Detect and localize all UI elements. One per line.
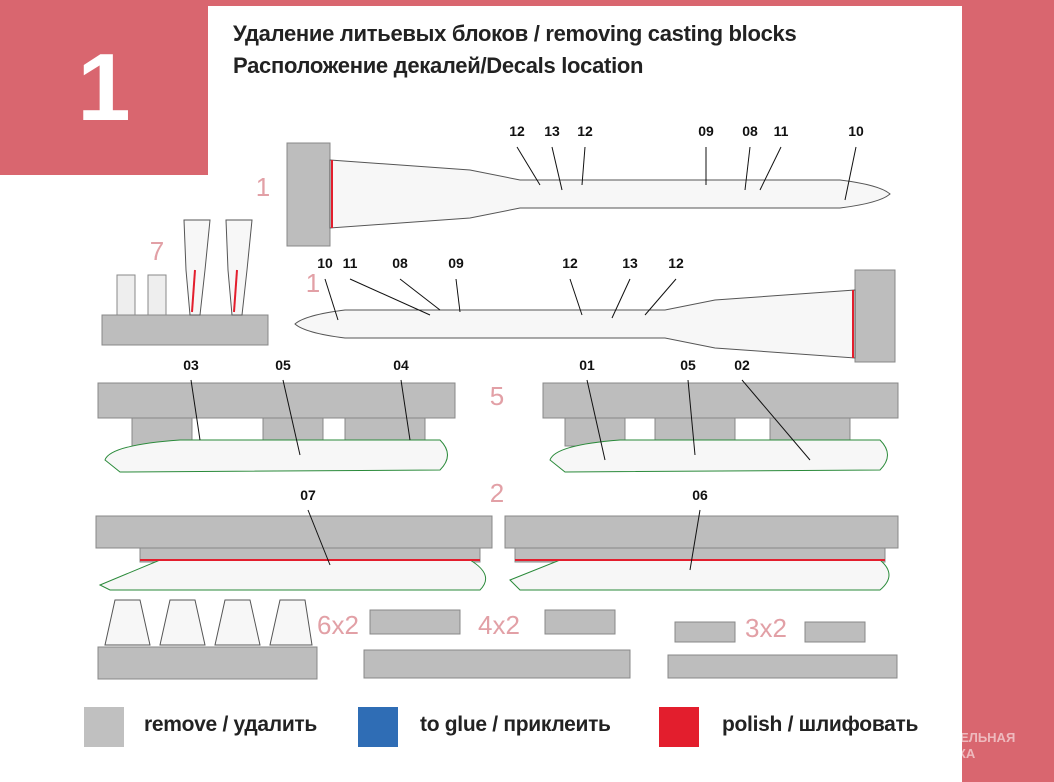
decal-label: 12	[562, 255, 578, 271]
decal-label: 10	[848, 123, 864, 139]
part-number: 5	[489, 381, 505, 411]
quantity-label: 6x2	[317, 610, 359, 640]
decal-label: 12	[577, 123, 593, 139]
quantity-label: 4x2	[478, 610, 520, 640]
decal-label: 13	[622, 255, 638, 271]
casting-block	[286, 142, 331, 247]
decal-label: 12	[509, 123, 525, 139]
decal-label: 04	[393, 357, 409, 373]
decal-label: 07	[300, 487, 316, 503]
decal-label: 01	[579, 357, 595, 373]
legend-polish: polish / шлифовать	[722, 713, 919, 736]
legend-swatch-remove	[84, 707, 124, 747]
decal-label: 09	[698, 123, 714, 139]
part-number: 1	[255, 172, 271, 202]
casting-block	[854, 269, 896, 363]
part-number: 1	[305, 268, 321, 298]
decal-label: 03	[183, 357, 199, 373]
decal-label: 05	[680, 357, 696, 373]
decal-label: 11	[342, 255, 358, 271]
decal-label: 10	[317, 255, 333, 271]
quantity-label: 3x2	[745, 613, 787, 643]
title-line-1: Удаление литьевых блоков / removing cast…	[233, 21, 797, 46]
decal-label: 06	[692, 487, 708, 503]
legend-glue: to glue / приклеить	[420, 713, 611, 736]
step-number: 1	[77, 34, 131, 141]
decal-label: 09	[448, 255, 464, 271]
legend-remove: remove / удалить	[144, 713, 318, 736]
decal-label: 08	[392, 255, 408, 271]
decal-label: 08	[742, 123, 758, 139]
legend-swatch-glue	[358, 707, 398, 747]
legend-swatch-polish	[659, 707, 699, 747]
part-number: 2	[489, 478, 505, 508]
decal-label: 11	[773, 123, 789, 139]
decal-label: 13	[544, 123, 560, 139]
decal-label: 02	[734, 357, 750, 373]
part-number: 7	[149, 236, 165, 266]
decal-label: 05	[275, 357, 291, 373]
title-line-2: Расположение декалей/Decals location	[233, 53, 644, 78]
decal-label: 12	[668, 255, 684, 271]
